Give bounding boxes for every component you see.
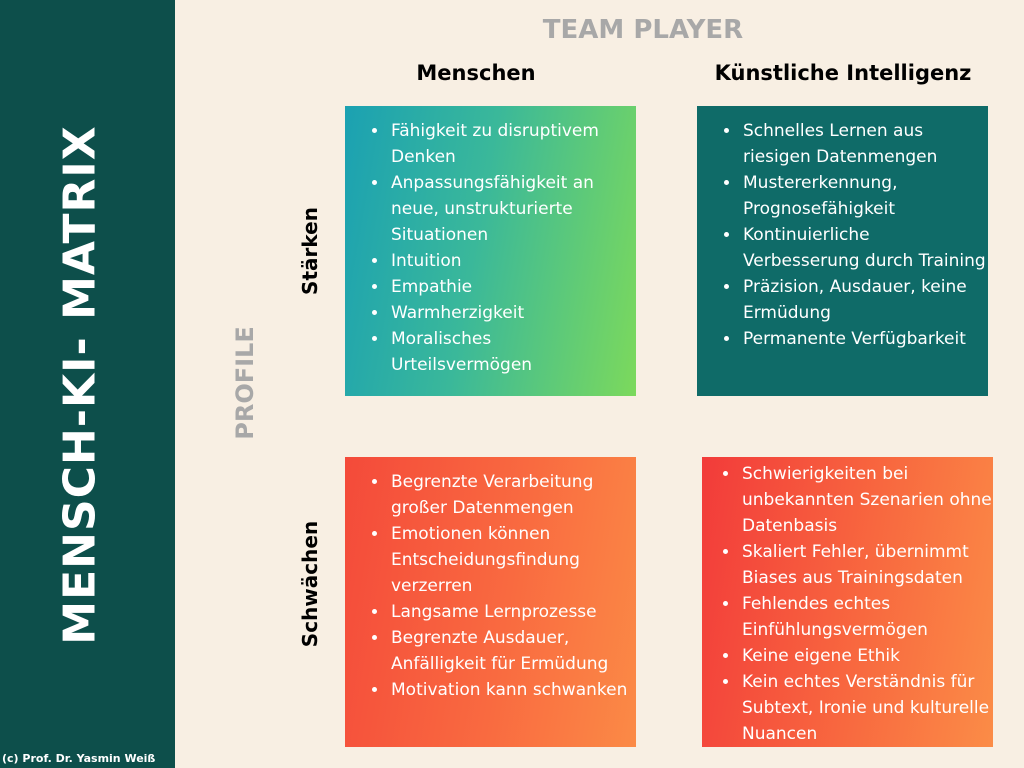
list-item: Fähigkeit zu disruptivem Denken	[389, 118, 636, 170]
matrix-title: MENSCH-KI- MATRIX	[54, 125, 106, 645]
column-header-menschen: Menschen	[416, 61, 536, 85]
list-item: Kontinuierliche Verbesserung durch Train…	[741, 222, 988, 274]
ai-strengths-list: Schnelles Lernen aus riesigen Datenmenge…	[697, 118, 988, 352]
sidebar: MENSCH-KI- MATRIX (c) Prof. Dr. Yasmin W…	[0, 0, 175, 768]
list-item: Empathie	[389, 274, 636, 300]
list-item: Schwierigkeiten bei unbekannten Szenarie…	[740, 461, 993, 539]
list-item: Begrenzte Ausdauer, Anfälligkeit für Erm…	[389, 625, 636, 677]
list-item: Keine eigene Ethik	[740, 643, 993, 669]
list-item: Schnelles Lernen aus riesigen Datenmenge…	[741, 118, 988, 170]
list-item: Fehlendes echtes Einfühlungsvermögen	[740, 591, 993, 643]
list-item: Emotionen können Entscheidungsfindung ve…	[389, 521, 636, 599]
human-weaknesses-box: Begrenzte Verarbeitung großer Datenmenge…	[345, 457, 636, 747]
list-item: Mustererkennung, Prognosefähigkeit	[741, 170, 988, 222]
list-item: Warmherzigkeit	[389, 300, 636, 326]
column-header-ki: Künstliche Intelligenz	[714, 61, 972, 85]
list-item: Moralisches Urteilsvermögen	[389, 326, 636, 378]
human-strengths-list: Fähigkeit zu disruptivem Denken Anpassun…	[345, 118, 636, 378]
copyright-note: (c) Prof. Dr. Yasmin Weiß	[2, 752, 156, 765]
list-item: Anpassungsfähigkeit an neue, unstrukturi…	[389, 170, 636, 248]
list-item: Langsame Lernprozesse	[389, 599, 636, 625]
human-weaknesses-list: Begrenzte Verarbeitung großer Datenmenge…	[345, 469, 636, 703]
row-label-staerken: Stärken	[298, 207, 322, 295]
row-label-schwaechen: Schwächen	[298, 520, 322, 648]
list-item: Permanente Verfügbarkeit	[741, 326, 988, 352]
list-item: Kein echtes Verständnis für Subtext, Iro…	[740, 669, 993, 747]
list-item: Begrenzte Verarbeitung großer Datenmenge…	[389, 469, 636, 521]
list-item: Skaliert Fehler, übernimmt Biases aus Tr…	[740, 539, 993, 591]
list-item: Motivation kann schwanken	[389, 677, 636, 703]
ai-strengths-box: Schnelles Lernen aus riesigen Datenmenge…	[697, 106, 988, 396]
team-player-heading: TEAM PLAYER	[542, 15, 744, 45]
human-strengths-box: Fähigkeit zu disruptivem Denken Anpassun…	[345, 106, 636, 396]
list-item: Intuition	[389, 248, 636, 274]
ai-weaknesses-list: Schwierigkeiten bei unbekannten Szenarie…	[702, 461, 993, 747]
ai-weaknesses-box: Schwierigkeiten bei unbekannten Szenarie…	[702, 457, 993, 747]
list-item: Präzision, Ausdauer, keine Ermüdung	[741, 274, 988, 326]
profile-label: PROFILE	[231, 326, 259, 440]
